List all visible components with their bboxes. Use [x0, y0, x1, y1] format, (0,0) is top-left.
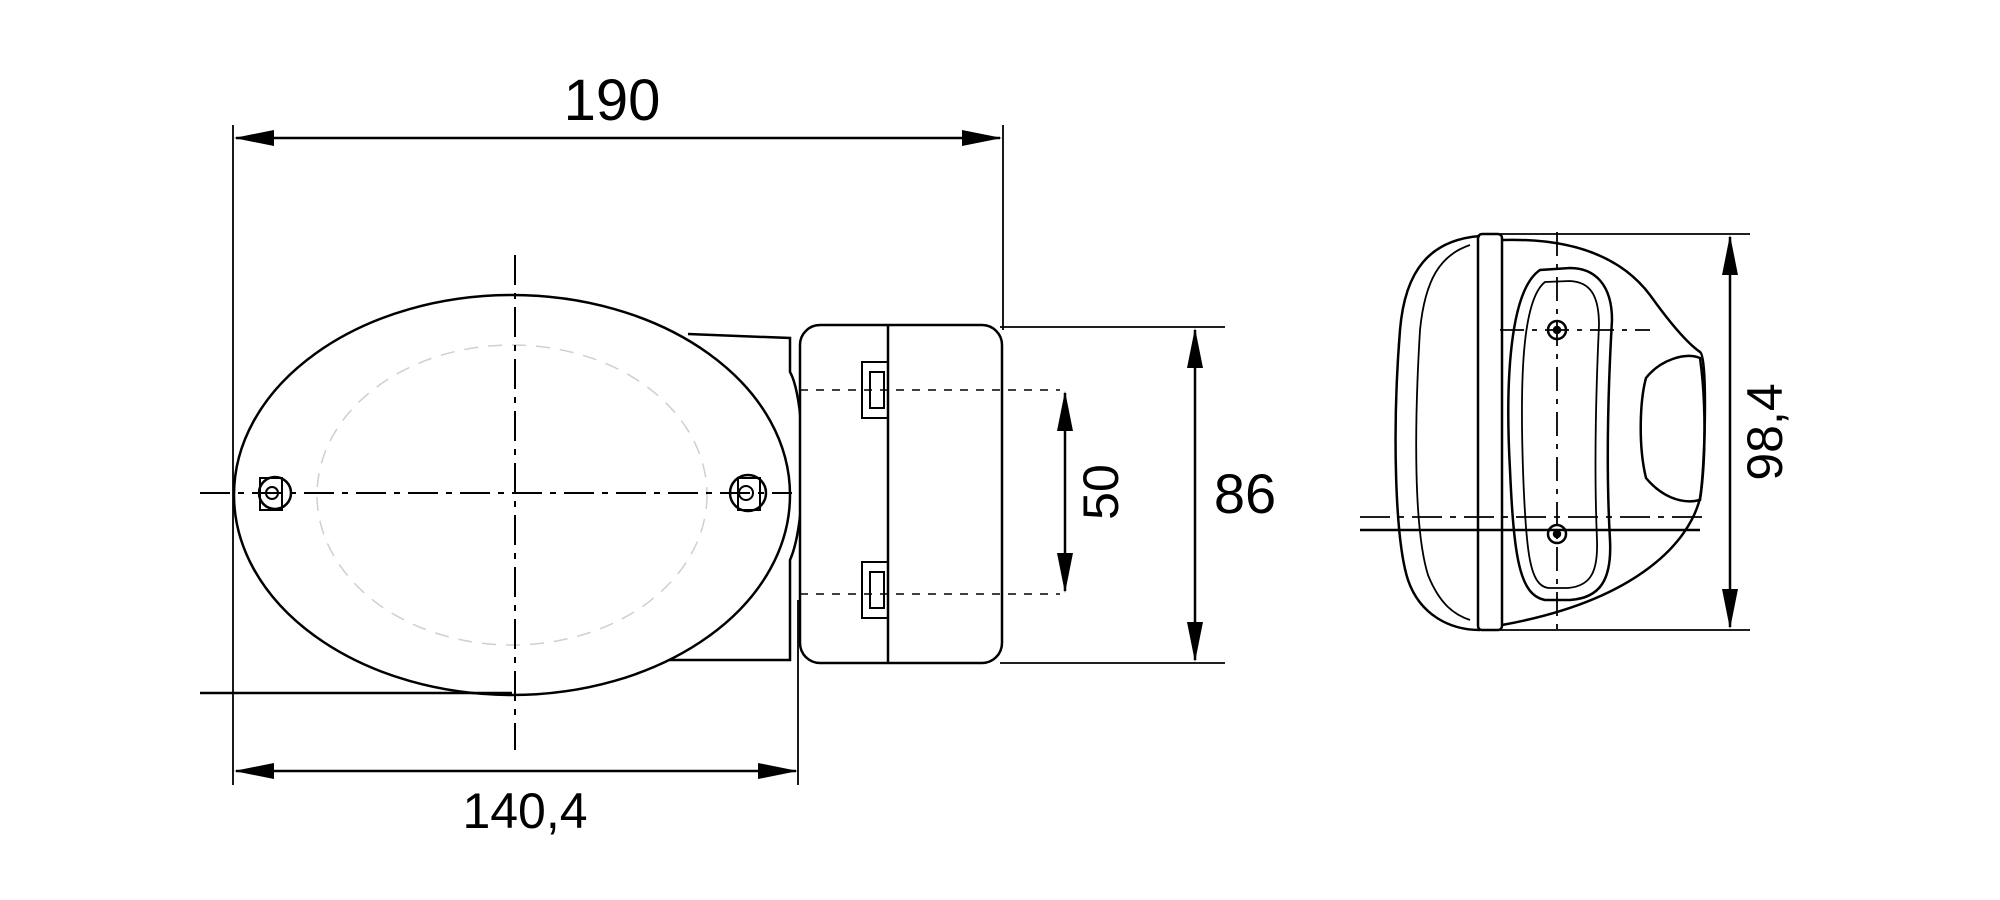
side-inner-slot — [1507, 266, 1614, 602]
oval-housing — [232, 293, 792, 697]
dimension-bracket-spacing-label: 50 — [1073, 464, 1129, 520]
mounting-bracket — [798, 323, 1004, 665]
side-inner-slot-rim — [1521, 280, 1600, 589]
dimension-overall-length: 190 — [234, 68, 1002, 146]
dimension-bracket-height-label: 86 — [1214, 462, 1276, 525]
clip-upper — [861, 361, 889, 419]
side-shell — [1394, 234, 1481, 632]
dimension-overall-length-label: 190 — [564, 68, 661, 133]
dimension-side-height: 98,4 — [1722, 235, 1793, 629]
side-shell-inner — [1415, 244, 1471, 621]
side-body — [1501, 238, 1707, 627]
clip-lower — [861, 561, 889, 619]
dimension-side-height-label: 98,4 — [1737, 383, 1793, 480]
front-view — [232, 293, 1004, 697]
dimension-oval-length-label: 140,4 — [462, 783, 587, 839]
side-flange — [1476, 232, 1504, 632]
side-view — [1394, 232, 1707, 632]
oval-lens-inner — [316, 344, 708, 646]
dimension-bracket-height: 86 — [1187, 328, 1276, 662]
extension-lines — [232, 125, 1225, 785]
front-centerlines — [200, 255, 1060, 750]
dimension-bracket-spacing: 50 — [1057, 391, 1129, 593]
side-lens-bump — [1639, 354, 1706, 503]
side-centerlines — [1360, 232, 1750, 635]
dimension-oval-length: 140,4 — [234, 763, 798, 839]
